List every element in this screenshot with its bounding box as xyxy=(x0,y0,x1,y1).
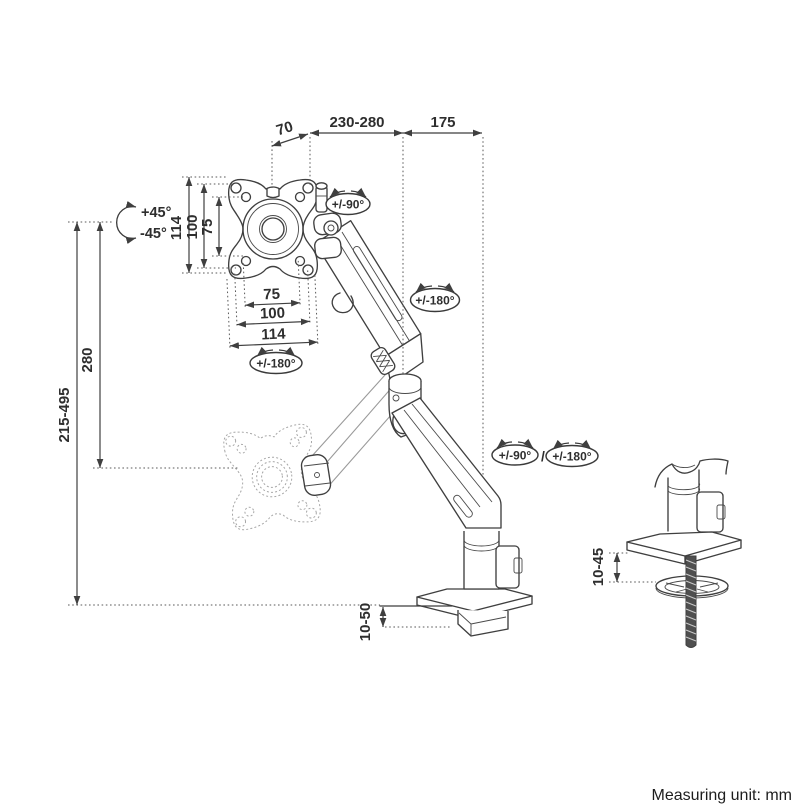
dim-height-range: 215-495 xyxy=(56,387,73,442)
ghost-tilt-joint xyxy=(300,453,332,497)
tension-knob xyxy=(370,346,396,376)
clamp-top-plate xyxy=(416,588,533,612)
vesa-rotation-value: +/-180° xyxy=(256,357,295,371)
dim-arm-extension: 230-280 xyxy=(329,114,384,131)
elbow-swivel-value: +/-180° xyxy=(415,294,454,308)
dim-vesa-h-inner: 75 xyxy=(263,286,280,304)
top-dimensions: 70 230-280 175 xyxy=(271,114,484,477)
dim-grommet-thickness: 10-45 xyxy=(590,548,607,586)
base-swivel-90-value: +/-90° xyxy=(499,449,532,463)
head-swivel-value: +/-90° xyxy=(332,198,365,212)
base-swivel-180-value: +/-180° xyxy=(552,450,591,464)
grommet-thickness-dimension: 10-45 xyxy=(590,548,656,586)
vesa-horizontal-dimensions: 75 100 114 xyxy=(226,260,319,349)
lower-arm xyxy=(391,397,502,529)
dim-pivot-offset: 70 xyxy=(274,118,295,139)
dim-vesa-v-outer: 114 xyxy=(168,215,185,240)
dim-vesa-h-outer: 114 xyxy=(261,325,287,343)
base-column xyxy=(463,531,500,590)
dim-height-lift: 280 xyxy=(79,347,96,372)
desk-clamp-base xyxy=(416,531,533,637)
vesa-rotation-label: +/-180° xyxy=(249,346,303,375)
screen-tilt-label: +45° -45° xyxy=(116,201,172,244)
cable-hook xyxy=(331,292,354,314)
tilt-minus-label: -45° xyxy=(140,226,167,242)
top-notch xyxy=(266,188,280,199)
column-housing xyxy=(495,545,520,589)
threaded-rod xyxy=(685,555,697,648)
measuring-unit-note: Measuring unit: mm xyxy=(652,787,793,804)
grommet-mount-detail xyxy=(626,458,742,648)
vesa-tilt-joint xyxy=(313,212,342,260)
torn-pole-top xyxy=(654,458,729,488)
grommet-top-plate xyxy=(626,531,742,557)
dim-clamp-thickness: 10-50 xyxy=(357,603,374,641)
dim-vesa-v-inner: 75 xyxy=(199,219,216,236)
base-swivel-separator: / xyxy=(541,448,545,464)
tilt-plus-label: +45° xyxy=(141,205,172,221)
head-swivel-label: +/-90° xyxy=(325,187,371,216)
vesa-vertical-dimensions: 114 100 75 xyxy=(168,176,243,274)
grommet-housing xyxy=(696,491,724,533)
base-swivel-label: +/-90° / +/-180° xyxy=(491,438,599,468)
dim-rear-depth: 175 xyxy=(430,114,455,131)
under-desk-hook xyxy=(457,610,509,637)
vesa-plate xyxy=(227,178,328,280)
dim-vesa-v-mid: 100 xyxy=(184,214,201,239)
clamp-thickness-dimension: 10-50 xyxy=(357,603,452,641)
elbow-swivel-label: +/-180° xyxy=(409,282,461,313)
dim-vesa-h-mid: 100 xyxy=(260,304,286,322)
tilt-bolt xyxy=(315,182,328,213)
height-dimensions: 215-495 280 xyxy=(56,221,380,606)
